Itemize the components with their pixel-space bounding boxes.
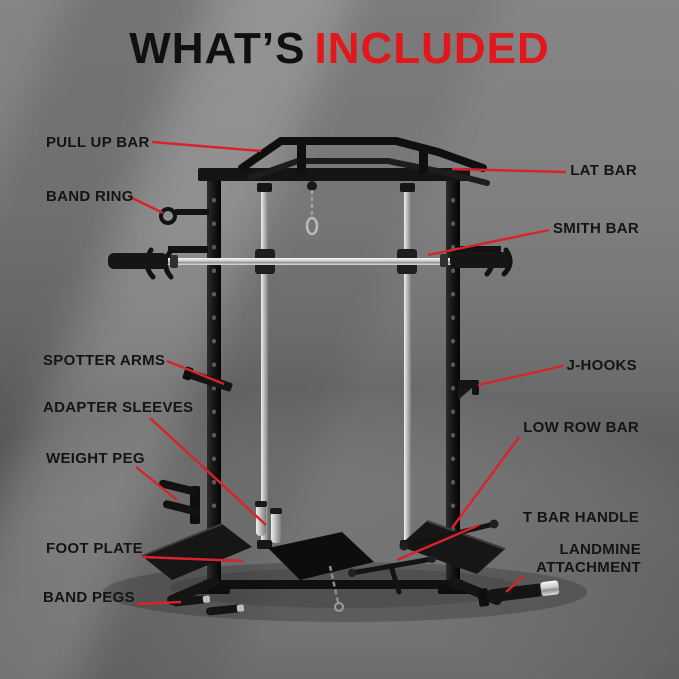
label-spotter-arms: SPOTTER ARMS (43, 352, 166, 369)
leader-foot-plate (142, 555, 244, 563)
weight-peg-graphic (159, 479, 201, 524)
label-smith-bar: SMITH BAR (552, 220, 639, 237)
label-t-bar-handle: T BAR HANDLE (522, 509, 639, 526)
pull-up-bar-graphic (238, 137, 487, 173)
leader-adapter-sleeves (149, 417, 267, 526)
label-landmine-attachment: LANDMINE ATTACHMENT (536, 541, 641, 576)
lat-bar-graphic (247, 158, 490, 186)
title-whats: WHAT’S (129, 24, 306, 73)
band-pegs-graphic (172, 595, 245, 616)
leader-band-pegs (136, 600, 182, 606)
leader-pull-up-bar (151, 140, 262, 153)
label-lat-bar: LAT BAR (570, 162, 637, 179)
leader-smith-bar (427, 228, 550, 257)
landmine-attachment-graphic (477, 580, 560, 607)
label-band-pegs: BAND PEGS (43, 589, 135, 606)
leader-t-bar-handle (396, 523, 480, 562)
leader-j-hooks (477, 364, 564, 387)
low-row-bar-graphic (399, 519, 499, 551)
label-adapter-sleeves: ADAPTER SLEEVES (43, 399, 194, 416)
leader-low-row-bar (451, 436, 520, 529)
smith-bar-graphic (108, 249, 510, 274)
leader-spotter-arms (166, 359, 225, 386)
label-pull-up-bar: PULL UP BAR (46, 134, 150, 151)
low-pulley-chain (328, 565, 344, 612)
title-included: INCLUDED (314, 24, 550, 73)
leader-band-ring (129, 195, 164, 215)
label-j-hooks: J-HOOKS (566, 357, 637, 374)
leader-weight-peg (135, 466, 178, 501)
t-bar-handle-graphic (348, 555, 436, 595)
band-ring-graphic (159, 207, 209, 225)
label-foot-plate: FOOT PLATE (46, 540, 143, 557)
cable-chain (305, 181, 319, 236)
label-weight-peg: WEIGHT PEG (46, 450, 145, 467)
label-low-row-bar: LOW ROW BAR (523, 419, 639, 436)
leader-lat-bar (451, 167, 567, 174)
leader-landmine-attachment (505, 575, 525, 593)
label-band-ring: BAND RING (46, 188, 134, 205)
foot-plates-graphic (141, 520, 506, 605)
j-hooks-graphic (458, 380, 479, 400)
